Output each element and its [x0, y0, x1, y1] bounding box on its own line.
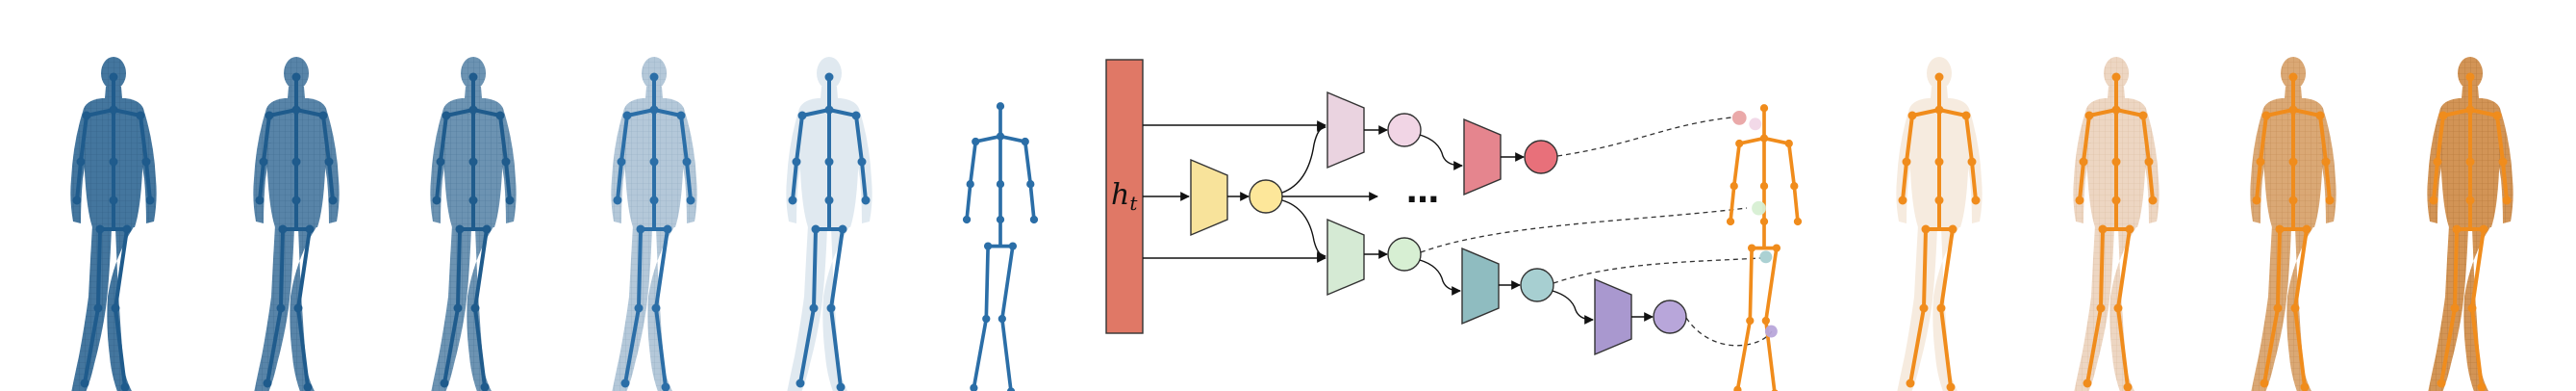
- arrow-root-to-pink: [1281, 122, 1326, 194]
- green-node: [1387, 237, 1422, 272]
- joint-teal: [1759, 250, 1773, 264]
- pink-node: [1387, 113, 1422, 147]
- output-mesh-4: [2427, 57, 2513, 391]
- purple-node: [1653, 300, 1687, 334]
- input-mesh-4: [611, 57, 697, 391]
- dashed-link-teal: [1553, 257, 1761, 284]
- red-decoder: [1463, 117, 1502, 196]
- teal-decoder: [1461, 247, 1500, 326]
- output-mesh-3: [2250, 57, 2336, 391]
- ellipsis: …: [1406, 172, 1439, 211]
- green-decoder: [1326, 218, 1365, 297]
- joint-red: [1731, 111, 1747, 125]
- output-skeleton: [1726, 104, 1803, 391]
- input-mesh-1: [70, 57, 157, 391]
- teal-node: [1520, 268, 1554, 302]
- red-node: [1524, 140, 1558, 174]
- root-encoder: [1190, 158, 1228, 237]
- output-mesh-2: [2073, 57, 2159, 391]
- arrow-pink-to-red: [1419, 134, 1463, 170]
- arrow-green-to-teal: [1419, 259, 1461, 296]
- input-mesh-5: [786, 57, 872, 391]
- purple-decoder: [1594, 277, 1632, 356]
- arrow-teal-to-purple: [1552, 290, 1594, 325]
- input-skeleton: [962, 102, 1039, 391]
- dashed-link-purple: [1685, 317, 1773, 347]
- input-mesh-2: [253, 57, 340, 391]
- hidden-state-label: ht: [1111, 178, 1138, 215]
- dashed-link-red: [1556, 117, 1732, 157]
- input-mesh-3: [430, 57, 517, 391]
- joint-pink: [1749, 117, 1762, 131]
- hidden-state-block: [1105, 59, 1144, 334]
- root-node: [1249, 179, 1283, 214]
- output-mesh-1: [1896, 57, 1983, 391]
- dashed-link-green: [1420, 207, 1748, 253]
- joint-purple: [1764, 325, 1778, 338]
- pink-decoder: [1326, 91, 1365, 169]
- arrow-root-to-green: [1281, 199, 1326, 261]
- network-diagram: ht …: [1105, 59, 1773, 356]
- joint-green: [1752, 200, 1766, 216]
